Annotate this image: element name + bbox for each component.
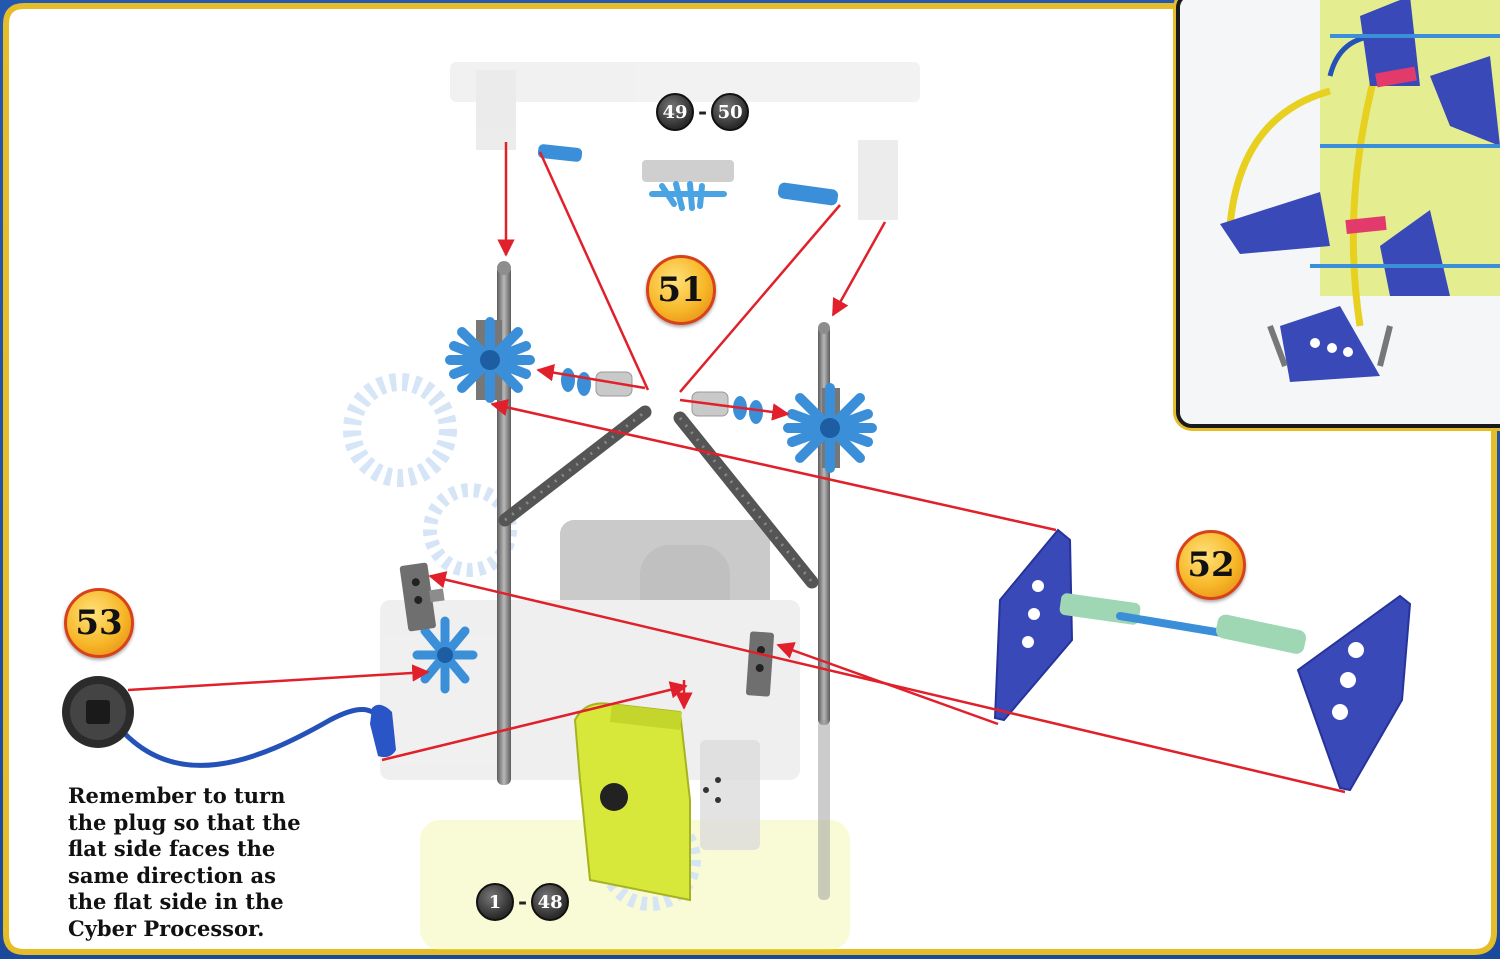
note-line: same direction as — [68, 863, 308, 890]
gray-clip-right — [746, 631, 774, 697]
connector-left-lower — [417, 621, 473, 689]
range-top-sep: - — [698, 99, 707, 125]
range-top: 49 - 50 — [656, 93, 749, 131]
plug-orientation-note: Remember to turn the plug so that the fl… — [68, 783, 308, 942]
connector-right-top — [788, 388, 872, 468]
step-51-badge: 51 — [646, 255, 716, 325]
range-top-to: 50 — [711, 93, 749, 131]
inset-reference-view — [1176, 0, 1500, 428]
step-52-badge: 52 — [1176, 530, 1246, 600]
range-bottom: 1 - 48 — [476, 883, 569, 921]
note-line: the flat side in the — [68, 889, 308, 916]
inset-model-illustration — [1180, 0, 1500, 424]
connector-left-top — [450, 320, 530, 400]
note-line: Cyber Processor. — [68, 916, 308, 943]
range-top-from: 49 — [656, 93, 694, 131]
step-53-badge: 53 — [64, 588, 134, 658]
note-line: flat side faces the — [68, 836, 308, 863]
note-line: Remember to turn — [68, 783, 308, 810]
note-line: the plug so that the — [68, 810, 308, 837]
range-bottom-to: 48 — [531, 883, 569, 921]
range-bottom-from: 1 — [476, 883, 514, 921]
range-bottom-sep: - — [518, 889, 527, 915]
